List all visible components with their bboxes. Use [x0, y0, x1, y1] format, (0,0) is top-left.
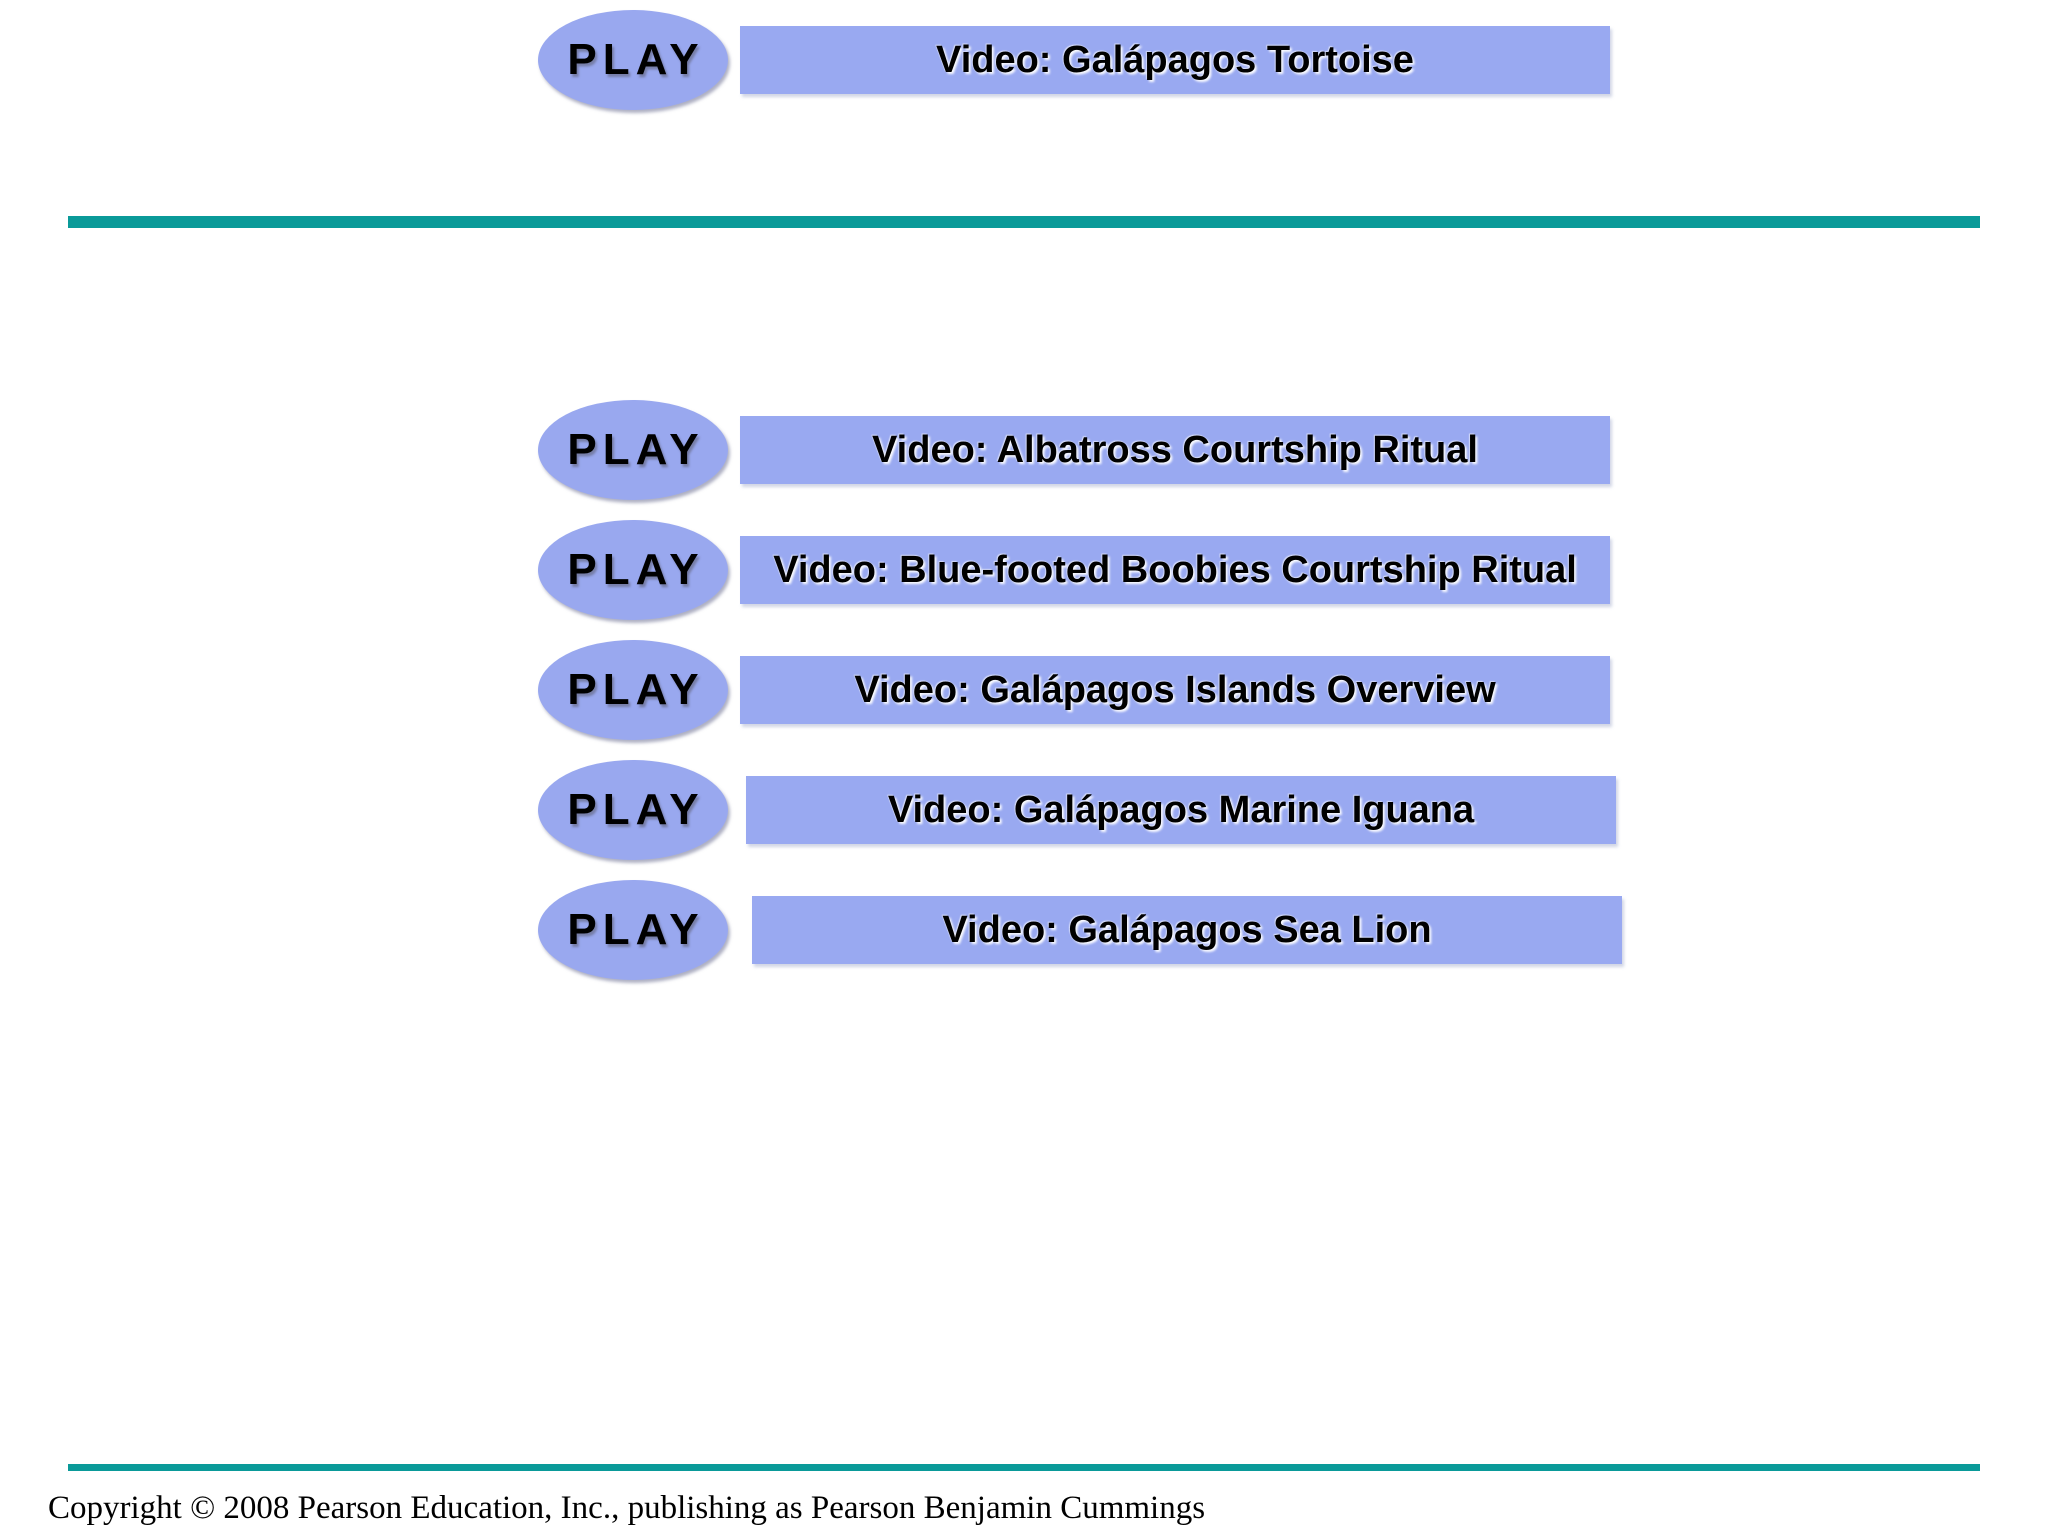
play-button[interactable]: PLAY — [538, 400, 728, 500]
video-title-bar[interactable]: Video: Galápagos Sea Lion — [752, 896, 1622, 964]
video-title-bar[interactable]: Video: Blue-footed Boobies Courtship Rit… — [740, 536, 1610, 604]
bottom-divider-line — [68, 1464, 1980, 1471]
video-title: Video: Galápagos Islands Overview — [854, 669, 1496, 711]
video-row: PLAY Video: Galápagos Islands Overview — [538, 630, 1618, 750]
video-title: Video: Galápagos Tortoise — [936, 39, 1414, 81]
video-title: Video: Albatross Courtship Ritual — [872, 429, 1478, 471]
video-row: PLAY Video: Galápagos Tortoise — [538, 0, 1618, 120]
play-button[interactable]: PLAY — [538, 640, 728, 740]
copyright-text: Copyright © 2008 Pearson Education, Inc.… — [48, 1490, 1206, 1526]
play-button-label: PLAY — [567, 785, 705, 834]
video-title-bar[interactable]: Video: Galápagos Tortoise — [740, 26, 1610, 94]
play-button[interactable]: PLAY — [538, 760, 728, 860]
play-button[interactable]: PLAY — [538, 880, 728, 980]
video-title: Video: Galápagos Sea Lion — [942, 909, 1432, 951]
play-button-label: PLAY — [567, 35, 705, 84]
video-title: Video: Galápagos Marine Iguana — [887, 789, 1475, 831]
video-row: PLAY Video: Galápagos Marine Iguana — [538, 750, 1618, 870]
video-title: Video: Blue-footed Boobies Courtship Rit… — [773, 549, 1577, 591]
video-row: PLAY Video: Galápagos Sea Lion — [538, 870, 1622, 990]
video-title-bar[interactable]: Video: Galápagos Marine Iguana — [746, 776, 1616, 844]
video-title-bar[interactable]: Video: Albatross Courtship Ritual — [740, 416, 1610, 484]
video-row: PLAY Video: Blue-footed Boobies Courtshi… — [538, 510, 1618, 630]
top-divider-line — [68, 216, 1980, 228]
play-button-label: PLAY — [567, 665, 705, 714]
play-button-label: PLAY — [567, 425, 705, 474]
video-title-bar[interactable]: Video: Galápagos Islands Overview — [740, 656, 1610, 724]
play-button-label: PLAY — [567, 545, 705, 594]
play-button-label: PLAY — [567, 905, 705, 954]
play-button[interactable]: PLAY — [538, 520, 728, 620]
play-button[interactable]: PLAY — [538, 10, 728, 110]
video-row: PLAY Video: Albatross Courtship Ritual — [538, 390, 1618, 510]
